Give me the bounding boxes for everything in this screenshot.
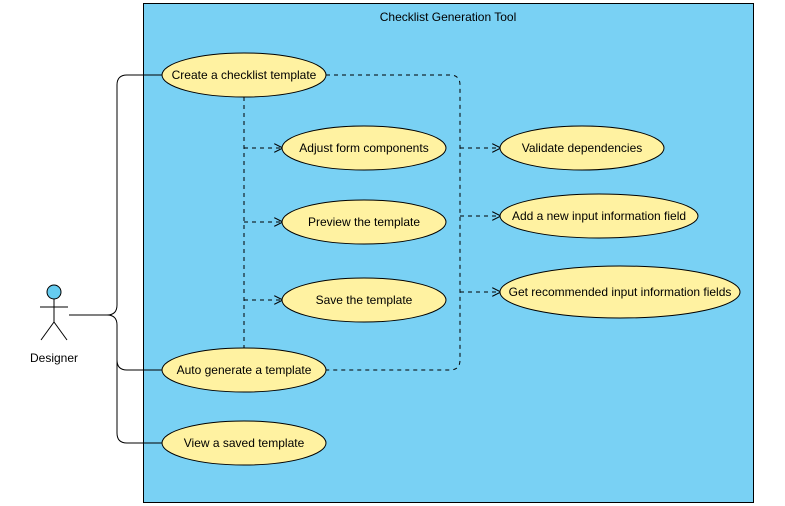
use-case-save[interactable]: Save the template xyxy=(281,277,447,323)
association-line xyxy=(116,360,163,444)
association-line xyxy=(69,74,163,316)
relation-line xyxy=(326,74,461,371)
use-case-view[interactable]: View a saved template xyxy=(161,420,327,466)
use-case-label: View a saved template xyxy=(184,436,305,450)
use-case-recommend[interactable]: Get recommended input information fields xyxy=(499,265,741,319)
use-case-preview[interactable]: Preview the template xyxy=(281,199,447,245)
actor-right-leg xyxy=(53,321,68,341)
actor-left-leg xyxy=(40,321,55,341)
use-case-label: Adjust form components xyxy=(299,141,428,155)
actor-designer[interactable]: Designer xyxy=(30,284,78,365)
use-case-add-field[interactable]: Add a new input information field xyxy=(499,193,699,239)
relations xyxy=(243,74,500,371)
use-case-ellipse xyxy=(499,193,699,239)
use-case-label: Auto generate a template xyxy=(177,363,312,377)
actor-head xyxy=(46,284,62,300)
use-case-ellipse xyxy=(281,199,447,245)
use-case-create[interactable]: Create a checklist template xyxy=(161,52,327,98)
associations xyxy=(69,74,163,444)
use-case-label: Add a new input information field xyxy=(512,209,686,223)
use-case-validate[interactable]: Validate dependencies xyxy=(499,125,665,171)
use-case-label: Get recommended input information fields xyxy=(509,285,732,299)
use-case-ellipse xyxy=(161,420,327,466)
use-case-ellipse xyxy=(499,125,665,171)
use-case-auto[interactable]: Auto generate a template xyxy=(161,347,327,393)
use-case-ellipse xyxy=(161,347,327,393)
use-case-label: Save the template xyxy=(316,293,413,307)
use-case-label: Preview the template xyxy=(308,215,420,229)
actor-label: Designer xyxy=(30,351,78,365)
use-case-ellipse xyxy=(281,125,447,171)
use-case-ellipse xyxy=(161,52,327,98)
system-title: Checklist Generation Tool xyxy=(380,10,517,24)
use-case-adjust[interactable]: Adjust form components xyxy=(281,125,447,171)
use-case-label: Create a checklist template xyxy=(172,68,317,82)
use-case-ellipse xyxy=(499,265,741,319)
use-case-label: Validate dependencies xyxy=(522,141,643,155)
use-case-ellipse xyxy=(281,277,447,323)
